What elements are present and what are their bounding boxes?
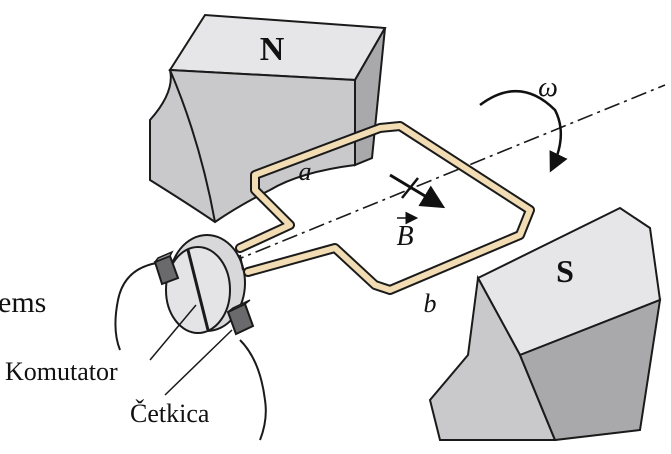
south-label: S — [556, 253, 574, 289]
rotation-axis — [174, 84, 666, 286]
brush-left — [152, 250, 180, 286]
commutator — [165, 234, 246, 334]
south-magnet: S — [428, 206, 662, 442]
field-vector: B — [389, 173, 446, 252]
field-label: B — [396, 221, 413, 252]
north-label: N — [260, 31, 285, 68]
arrow-icon — [389, 173, 446, 209]
armature-coil: a b — [235, 121, 535, 318]
brush-leader — [164, 329, 233, 396]
side-b-label: b — [424, 289, 437, 318]
commutator-label: Komutator — [5, 357, 118, 386]
omega-label: ω — [538, 72, 558, 103]
north-magnet: N — [149, 13, 387, 224]
side-a-label: a — [299, 157, 312, 186]
cut-off-text: ems — [0, 286, 46, 319]
rotation-indicator: ω — [479, 72, 568, 173]
commutator-leader — [149, 304, 197, 361]
brush-wire-right — [239, 339, 267, 441]
brush-right — [226, 299, 255, 336]
brush-wire-left — [114, 261, 166, 351]
brush-label: Četkica — [130, 399, 210, 428]
curved-arrow-icon — [479, 90, 568, 173]
